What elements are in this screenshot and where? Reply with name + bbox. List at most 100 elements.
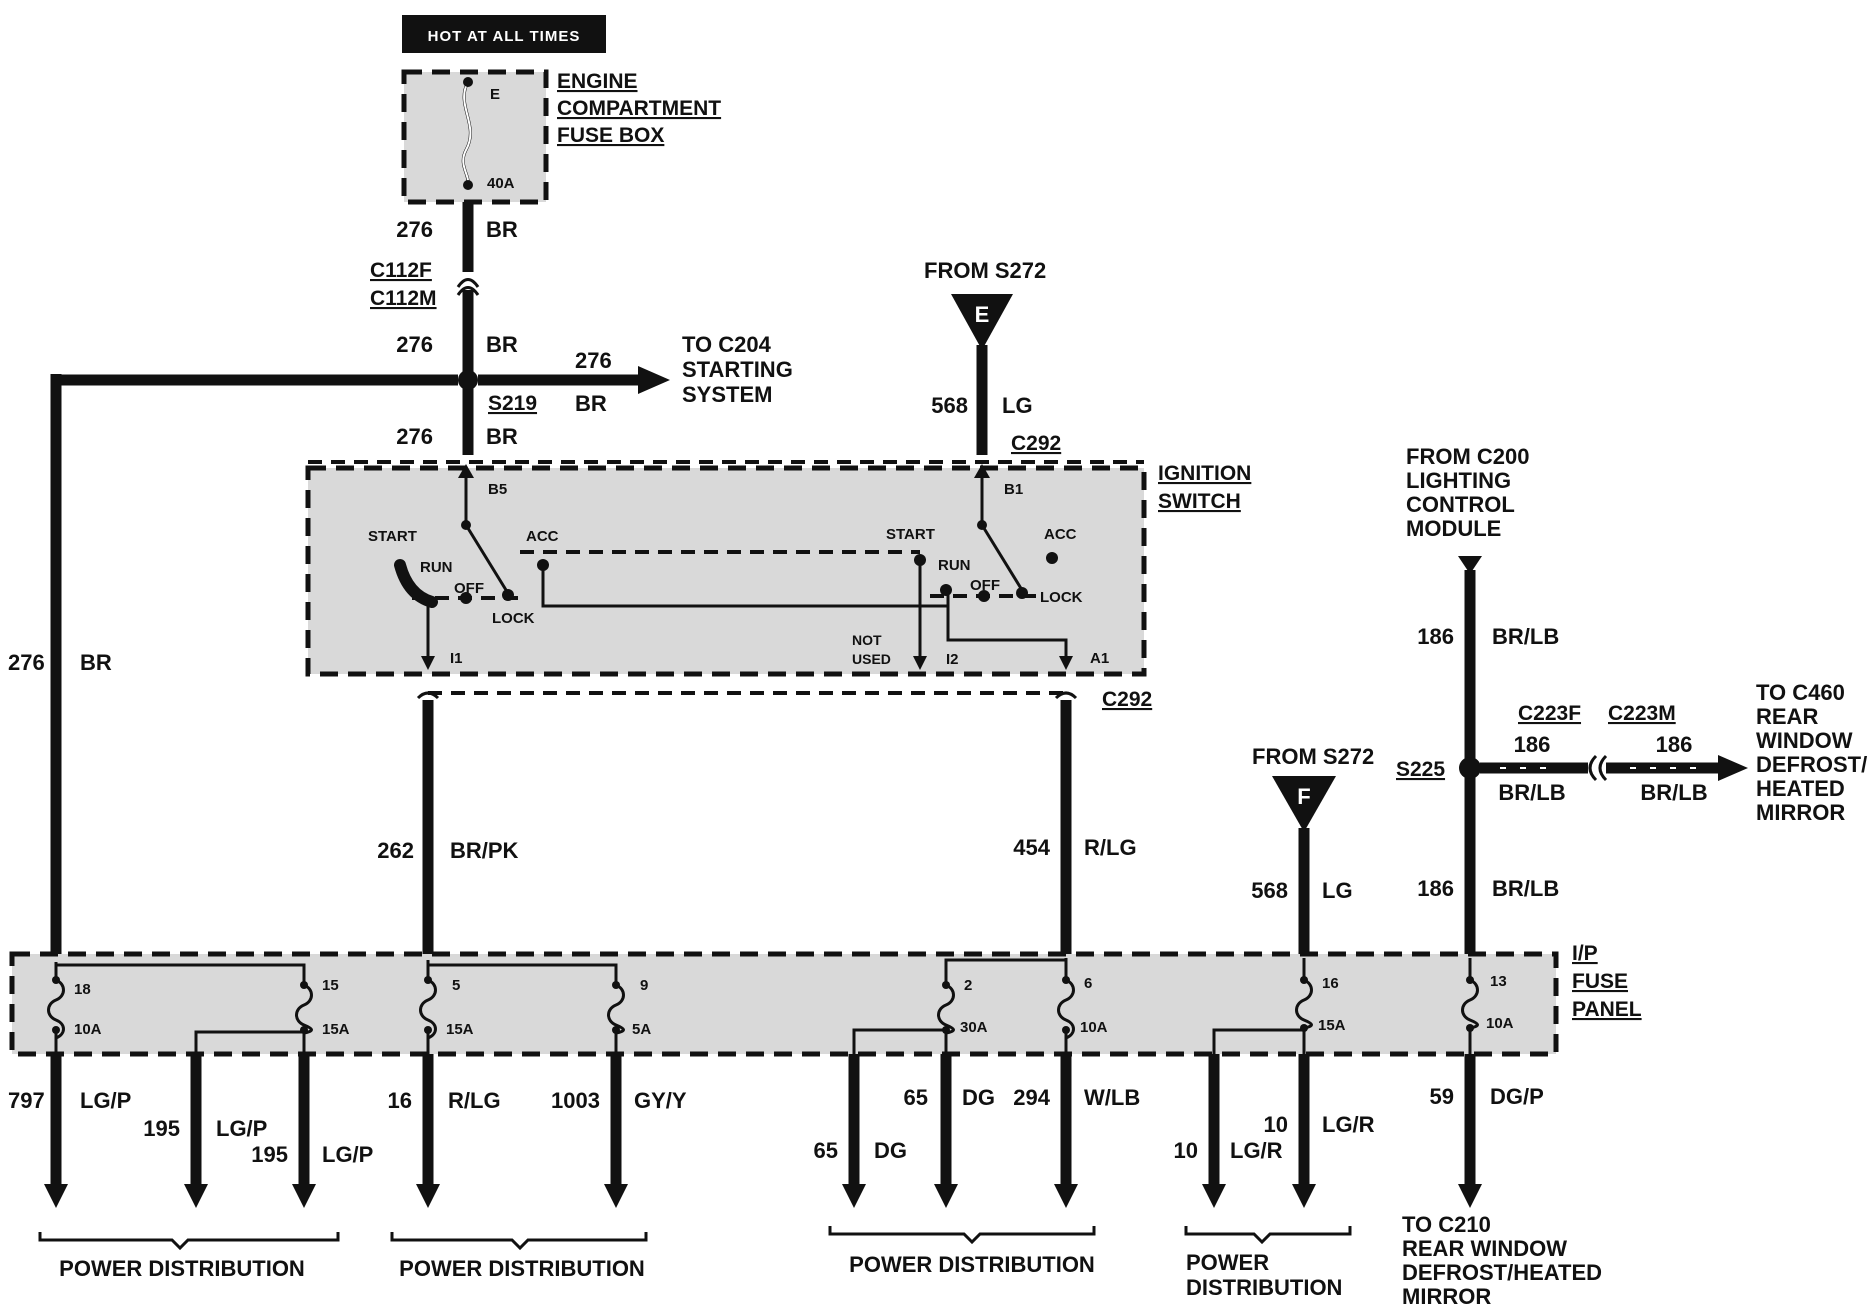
left-run: RUN <box>420 559 453 576</box>
right-run: RUN <box>938 557 971 574</box>
wire-276-d-number: 276 <box>396 424 433 449</box>
wire-65-b-number: 65 <box>904 1085 928 1110</box>
terminal-b1: B1 <box>1004 481 1023 498</box>
wire-568-a-number: 568 <box>931 393 968 418</box>
to-c204-line-3: SYSTEM <box>682 382 772 407</box>
fuse-16-rating: 15A <box>1318 1017 1346 1034</box>
to-c460-line-5: HEATED <box>1756 776 1845 801</box>
splice-s219-dot <box>458 370 478 390</box>
wire-10-a-color: LG/R <box>1230 1138 1283 1163</box>
fuse-6: 6 10A <box>1057 958 1108 1054</box>
wire-16-number: 16 <box>388 1088 412 1113</box>
left-lock: LOCK <box>492 610 535 627</box>
fuse-15-rating: 15A <box>322 1021 350 1038</box>
wire-262-color: BR/PK <box>450 838 519 863</box>
left-start: START <box>368 528 417 545</box>
not-used-line-1: NOT <box>852 632 882 648</box>
ip-fuse-panel-title-1: I/P <box>1572 942 1598 965</box>
wire-276-c-color: BR <box>575 391 607 416</box>
wire-262: 262 BR/PK <box>377 691 519 958</box>
source-from-s272-f: FROM S272 F 568 LG <box>1251 744 1374 958</box>
wire-195-b-color: LG/P <box>322 1142 373 1167</box>
fuse-2: 2 30A <box>937 977 988 1054</box>
right-lock: LOCK <box>1040 589 1083 606</box>
fuse-9: 9 5A <box>607 977 651 1054</box>
wire-1003-color: GY/Y <box>634 1088 687 1113</box>
fuse-18: 18 10A <box>47 962 102 1054</box>
ip-fuse-panel-title-3: PANEL <box>1572 998 1642 1021</box>
connector-c292-top: C292 <box>1011 432 1061 455</box>
wire-16-color: R/LG <box>448 1088 501 1113</box>
wire-10-b-number: 10 <box>1264 1112 1288 1137</box>
wire-276-b-color: BR <box>486 332 518 357</box>
wire-59-color: DG/P <box>1490 1084 1544 1109</box>
hot-at-all-times-banner: HOT AT ALL TIMES <box>402 15 606 53</box>
engine-compartment-fuse-box: E 40A ENGINE COMPARTMENT FUSE BOX <box>401 69 721 205</box>
from-c200-line-2: LIGHTING <box>1406 468 1511 493</box>
wire-186-b-color: BR/LB <box>1498 780 1565 805</box>
wire-195-b-number: 195 <box>251 1142 288 1167</box>
fuse-9-rating: 5A <box>632 1021 651 1038</box>
source-f-letter: F <box>1297 784 1310 809</box>
wire-454-number: 454 <box>1013 835 1050 860</box>
fuse-16-id: 16 <box>1322 975 1339 992</box>
wire-186-c-number: 186 <box>1656 732 1693 757</box>
wire-186-b-number: 186 <box>1514 732 1551 757</box>
terminal-i1: I1 <box>450 650 463 667</box>
power-distribution-4-line-1: POWER <box>1186 1250 1269 1275</box>
fuse-13-id: 13 <box>1490 973 1507 990</box>
from-c200-line-3: CONTROL <box>1406 492 1515 517</box>
wire-10-a-number: 10 <box>1174 1138 1198 1163</box>
power-distribution-2: POWER DISTRIBUTION <box>399 1256 645 1281</box>
wire-276-a-number: 276 <box>396 217 433 242</box>
splice-s225-dot <box>1459 757 1481 779</box>
wire-186-a-number: 186 <box>1417 624 1454 649</box>
fuse-16: 16 15A <box>1295 958 1346 1054</box>
fuse-13: 13 10A <box>1461 958 1514 1054</box>
wire-276-c-number: 276 <box>575 348 612 373</box>
left-off: OFF <box>454 580 484 597</box>
right-acc: ACC <box>1044 526 1077 543</box>
to-c460-line-1: TO C460 <box>1756 680 1845 705</box>
to-c210-line-4: MIRROR <box>1402 1284 1491 1309</box>
wire-276-left-number: 276 <box>8 650 45 675</box>
fuse-5: 5 15A <box>419 960 474 1054</box>
from-c200-line-1: FROM C200 <box>1406 444 1529 469</box>
right-start: START <box>886 526 935 543</box>
not-used-line-2: USED <box>852 651 891 667</box>
fuse-2-rating: 30A <box>960 1019 988 1036</box>
terminal-b5: B5 <box>488 481 507 498</box>
fuse-6-rating: 10A <box>1080 1019 1108 1036</box>
ip-fuse-panel: I/P FUSE PANEL 18 10A 15 15A <box>9 942 1642 1057</box>
wire-65-b-color: DG <box>962 1085 995 1110</box>
power-distribution-1: POWER DISTRIBUTION <box>59 1256 305 1281</box>
hot-label: HOT AT ALL TIMES <box>428 28 581 45</box>
ignition-switch-title-1: IGNITION <box>1158 462 1251 485</box>
ignition-switch: B5 B1 START RUN OFF ACC LOCK I1 START RU… <box>305 460 1251 677</box>
wire-568-b-number: 568 <box>1251 878 1288 903</box>
from-s272-f-label: FROM S272 <box>1252 744 1374 769</box>
from-s272-e-label: FROM S272 <box>924 258 1046 283</box>
fuse-9-id: 9 <box>640 977 648 994</box>
engine-fuse-box-title-2: COMPARTMENT <box>557 97 721 120</box>
wire-262-number: 262 <box>377 838 414 863</box>
wire-186-c-color: BR/LB <box>1640 780 1707 805</box>
splice-s219: S219 <box>488 392 537 415</box>
wire-65-a-color: DG <box>874 1138 907 1163</box>
to-c210-line-1: TO C210 <box>1402 1212 1491 1237</box>
to-c204-line-1: TO C204 <box>682 332 772 357</box>
wire-294-color: W/LB <box>1084 1085 1140 1110</box>
engine-fuse-box-title-1: ENGINE <box>557 70 638 93</box>
ip-fuse-panel-title-2: FUSE <box>1572 970 1628 993</box>
to-c210-line-2: REAR WINDOW <box>1402 1236 1567 1261</box>
wire-454: 454 R/LG <box>1013 691 1137 958</box>
wire-186-d-number: 186 <box>1417 876 1454 901</box>
splice-s225: S225 <box>1396 758 1445 781</box>
output-wires: 797 LG/P 195 LG/P 195 LG/P 16 R/LG 1003 … <box>8 1054 1544 1208</box>
fuse-2-id: 2 <box>964 977 972 994</box>
wire-294-number: 294 <box>1013 1085 1050 1110</box>
fuse-13-rating: 10A <box>1486 1015 1514 1032</box>
fuse-15: 15 15A <box>295 977 350 1054</box>
to-c204-line-2: STARTING <box>682 357 793 382</box>
